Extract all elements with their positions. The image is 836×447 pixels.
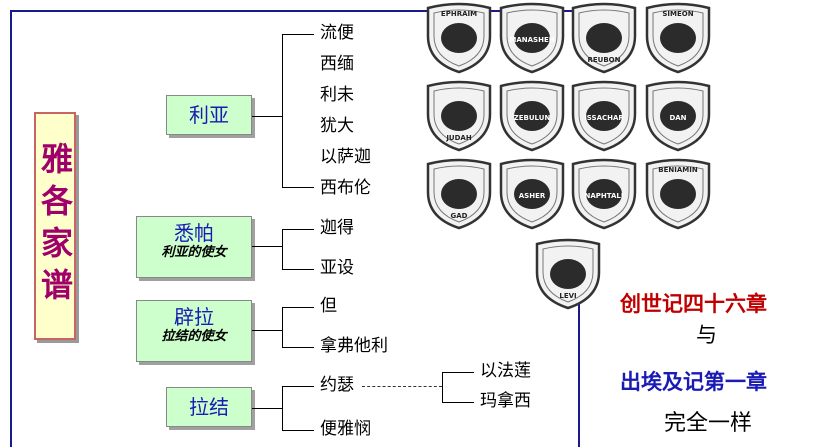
member-reuben: 流便 xyxy=(320,23,354,43)
connector-bilhah-h xyxy=(252,330,282,331)
node-leah-name: 利亚 xyxy=(189,103,229,127)
member-simeon: 西缅 xyxy=(320,54,354,74)
node-leah: 利亚 xyxy=(166,95,252,135)
connector-rachel-v xyxy=(282,386,283,430)
node-bilhah-subtitle: 拉结的使女 xyxy=(161,329,227,344)
connector-joseph-sons-top xyxy=(442,372,474,373)
connector-joseph-dashed xyxy=(362,386,442,387)
member-benjamin: 便雅悯 xyxy=(320,419,371,439)
node-bilhah-name: 辟拉 xyxy=(174,305,214,329)
connector-rachel-bottom xyxy=(282,430,314,431)
tribe-shield-reubon: REUBON xyxy=(571,2,637,74)
node-zilpah-name: 悉帕 xyxy=(174,221,214,245)
tribe-shield-simeon: SIMEON xyxy=(645,2,711,74)
node-zilpah: 悉帕 利亚的使女 xyxy=(136,216,252,278)
connector-bilhah-v xyxy=(282,307,283,347)
node-bilhah: 辟拉 拉结的使女 xyxy=(136,300,252,362)
serpent-icon xyxy=(660,101,696,131)
connector-leah-h xyxy=(252,116,282,117)
tribe-label: REUBON xyxy=(587,56,620,64)
frame-right-edge-top xyxy=(578,10,580,18)
note-exodus-1: 出埃及记第一章 xyxy=(620,369,767,394)
member-naphtali: 拿弗他利 xyxy=(320,336,388,356)
member-ephraim: 以法莲 xyxy=(480,361,531,381)
tribe-label: DAN xyxy=(669,114,686,122)
member-joseph: 约瑟 xyxy=(320,375,354,395)
note-genesis-46: 创世记四十六章 xyxy=(620,291,767,316)
connector-joseph-sons-v xyxy=(442,372,443,402)
member-gad: 迦得 xyxy=(320,218,354,238)
member-issachar: 以萨迦 xyxy=(320,147,371,167)
node-zilpah-subtitle: 利亚的使女 xyxy=(161,245,227,260)
diagram-title: 雅各家谱 xyxy=(36,142,74,310)
member-dan: 但 xyxy=(320,296,337,316)
member-asher: 亚设 xyxy=(320,258,354,278)
note-identical: 完全一样 xyxy=(664,411,753,436)
member-zebulun: 西布伦 xyxy=(320,178,371,198)
connector-bilhah-top xyxy=(282,307,314,308)
frame-right-edge xyxy=(578,290,580,447)
title-box: 雅各家谱 xyxy=(34,112,76,340)
node-rachel: 拉结 xyxy=(166,387,252,427)
tribe-label: ISSACHAR xyxy=(584,114,624,122)
connector-zilpah-v xyxy=(282,229,283,269)
connector-leah-v xyxy=(282,34,283,187)
wolf-icon xyxy=(660,179,696,209)
mandrake-icon xyxy=(586,23,622,53)
tribe-shield-beniamin: BENIAMIN xyxy=(645,158,711,230)
node-rachel-name: 拉结 xyxy=(189,395,229,419)
diagram-frame xyxy=(10,10,580,447)
connector-leah-bottom xyxy=(282,187,314,188)
connector-zilpah-top xyxy=(282,229,314,230)
connector-leah-top xyxy=(282,34,314,35)
deer-icon xyxy=(586,179,622,209)
connector-rachel-h xyxy=(252,408,282,409)
tribe-label: BENIAMIN xyxy=(658,166,698,174)
connector-bilhah-bottom xyxy=(282,347,314,348)
connector-rachel-top xyxy=(282,386,314,387)
member-judah: 犹大 xyxy=(320,116,354,136)
connector-zilpah-h xyxy=(252,246,282,247)
member-manasseh: 玛拿西 xyxy=(480,391,531,411)
tribe-label: NAPHTALI xyxy=(585,192,624,200)
tribe-shield-naphtali: NAPHTALI xyxy=(571,158,637,230)
tribe-shield-issachar: ISSACHAR xyxy=(571,80,637,152)
member-levi: 利未 xyxy=(320,85,354,105)
note-and: 与 xyxy=(696,323,717,347)
crossed-swords-icon xyxy=(660,23,696,53)
tribe-label: SIMEON xyxy=(662,10,693,18)
connector-joseph-sons-bottom xyxy=(442,402,474,403)
connector-zilpah-bottom xyxy=(282,269,314,270)
tribe-shield-dan: DAN xyxy=(645,80,711,152)
donkey-icon xyxy=(586,101,622,131)
